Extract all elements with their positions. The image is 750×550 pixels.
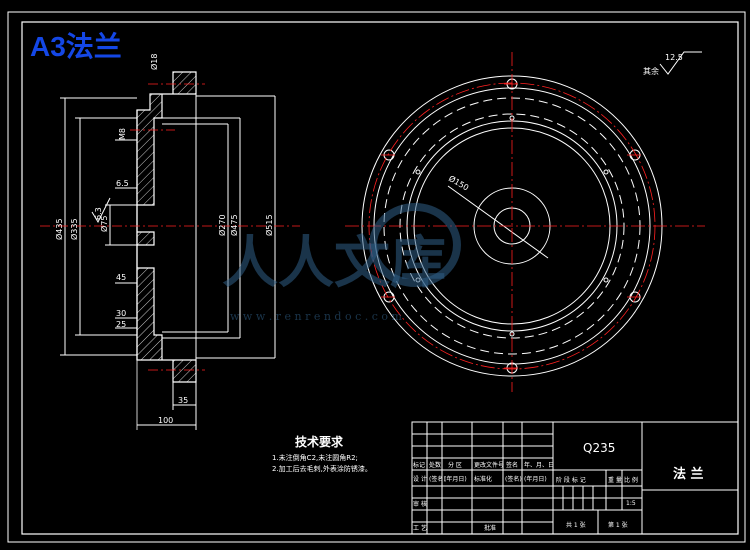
dim-d515: Ø515 — [264, 214, 274, 236]
tb-label-count: 处数 — [429, 461, 441, 469]
tb-sign1: (签名) — [429, 475, 446, 483]
tb-sheets: 共 1 张 — [566, 521, 586, 529]
tb-review: 审 核 — [413, 500, 427, 508]
tb-scale-label: 比 例 — [624, 476, 638, 484]
dim-35: 35 — [178, 396, 188, 405]
tb-sheet-no: 第 1 张 — [608, 521, 628, 529]
dim-d18: Ø18 — [149, 54, 159, 70]
tech-line-1: 1.未注倒角C2,未注圆角R2; — [272, 453, 358, 462]
section-view — [60, 71, 276, 430]
tb-approve: 批准 — [484, 524, 496, 532]
dim-45: 45 — [116, 273, 126, 282]
watermark-url: w w w . r e n r e n d o c . c o m — [230, 310, 402, 323]
tb-scale: 1:5 — [626, 500, 636, 507]
dim-25: 25 — [116, 320, 126, 329]
tb-label-doc: 更改文件号 — [474, 461, 504, 469]
tb-standard: 标准化 — [474, 475, 492, 483]
tb-label-zone: 分 区 — [448, 461, 462, 469]
dim-d75: Ø75 — [99, 216, 109, 232]
tb-label-date: 年、月、日 — [524, 461, 554, 469]
tb-weight-label: 重 量 — [608, 476, 622, 484]
tb-label-mark: 标记 — [413, 461, 425, 469]
front-centerlines — [345, 52, 705, 392]
dim-100: 100 — [158, 416, 173, 425]
tech-heading: 技术要求 — [295, 434, 344, 449]
dim-d435: Ø435 — [54, 218, 64, 240]
dim-d475: Ø475 — [229, 214, 239, 236]
tb-design: 设 计 — [413, 475, 427, 483]
roughness-value: 12.5 — [665, 53, 683, 62]
sheet-title: A3法兰 — [30, 31, 122, 62]
tb-process: 工 艺 — [413, 524, 427, 532]
tb-label-sign: 签名 — [506, 461, 518, 469]
roughness-label: 其余 — [643, 66, 659, 76]
dim-d335: Ø335 — [69, 218, 79, 240]
dim-6-5: 6.5 — [116, 179, 129, 188]
watermark: 人人文库 w w w . r e n r e n d o c . c o m — [222, 203, 461, 323]
roughness-symbol — [659, 51, 702, 75]
section-centerlines — [40, 83, 300, 371]
tb-material: Q235 — [583, 441, 615, 455]
watermark-text: 人人文库 — [222, 230, 446, 296]
tb-sign2: (签名) — [505, 475, 522, 483]
roughness-small: 6.3 — [94, 207, 103, 220]
dim-m8: M8 — [118, 128, 127, 140]
tb-date2: (年月日) — [524, 475, 547, 483]
title-block — [411, 421, 739, 535]
tb-part-name: 法 兰 — [673, 466, 704, 482]
dim-d270: Ø270 — [217, 214, 227, 236]
tech-line-2: 2.加工后去毛刺,外表涂防锈漆。 — [272, 464, 372, 473]
tb-date1: (年月日) — [444, 475, 467, 483]
inner-border — [21, 21, 739, 535]
outer-border — [7, 11, 746, 543]
dim-30: 30 — [116, 309, 126, 318]
tb-stage-label: 阶 段 标 记 — [556, 476, 586, 484]
front-diameter-label: Ø150 — [447, 173, 471, 192]
